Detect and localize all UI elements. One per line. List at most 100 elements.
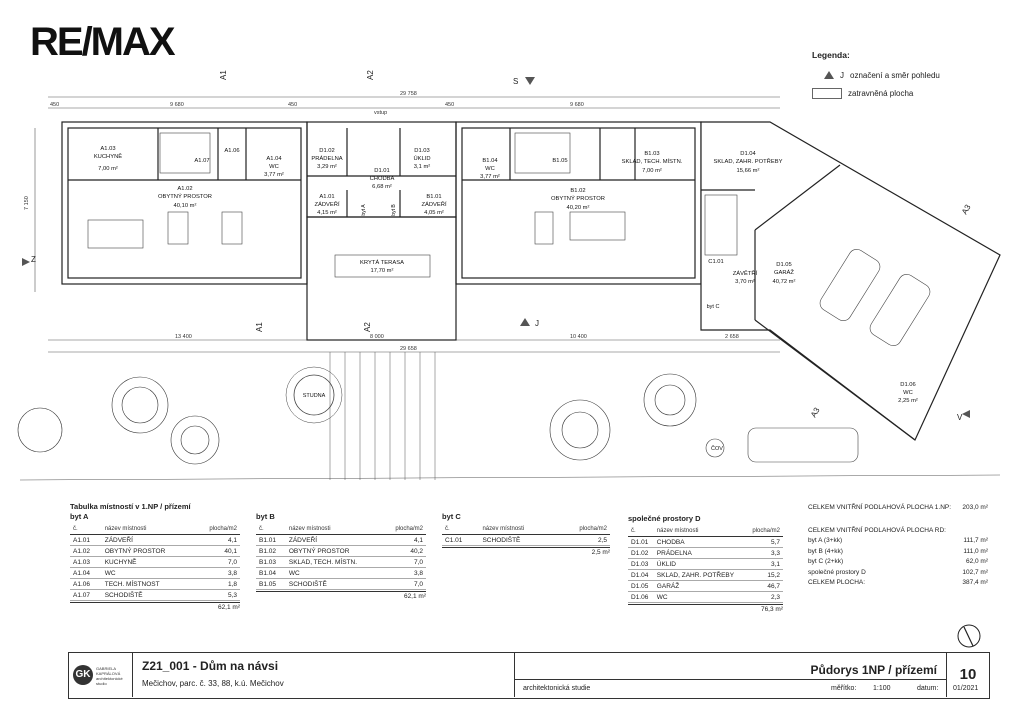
room-d101-name: CHODBA [370, 176, 395, 182]
project-address: Mečichov, parc. č. 33, 88, k.ú. Mečichov [142, 679, 284, 688]
project-title: Z21_001 - Dům na návsi [142, 659, 279, 673]
room-zavetri-name: ZÁVĚTŘÍ [733, 269, 758, 277]
dim-bottom-right: 10 400 [570, 334, 587, 340]
summary-1np: CELKEM VNITŘNÍ PODLAHOVÁ PLOCHA 1.NP:203… [808, 504, 988, 511]
room-a102-id: A1.02 [177, 186, 192, 192]
phase-label: architektonická studie [514, 679, 731, 697]
gk-logo-icon: GK [73, 665, 93, 685]
dim-bottom-mid: 8 000 [370, 334, 384, 340]
room-a102-area: 40,10 m² [174, 203, 197, 209]
room-d105-id: D1.05 [776, 262, 791, 268]
section-a2-bottom: A2 [363, 322, 372, 332]
room-b104-name: WC [485, 166, 495, 172]
tables-title: Tabulka místností v 1.NP / přízemí [70, 502, 191, 511]
triangle-icon [824, 71, 834, 79]
date-label: datum: [917, 685, 939, 692]
byt-c-label: byt C [707, 304, 720, 310]
table-d-heading: společné prostory D [628, 514, 701, 523]
room-b101-name: ZÁDVEŘÍ [421, 200, 447, 208]
room-d101-area: 6,68 m² [372, 184, 392, 190]
dim-right-top: 9 680 [570, 102, 584, 108]
title-block: GK GABRIELA KAPRÁLOVÁ architektonické st… [68, 652, 990, 699]
entrance-label: vstup [374, 110, 387, 116]
trees [17, 373, 697, 465]
room-a101-name: ZÁDVEŘÍ [314, 200, 340, 208]
room-b104-area: 3,77 m² [480, 174, 500, 180]
sheet-title: Půdorys 1NP / přízemí [810, 663, 938, 677]
room-d101-id: D1.01 [374, 168, 389, 174]
area-summary: CELKEM VNITŘNÍ PODLAHOVÁ PLOCHA 1.NP:203… [808, 503, 988, 589]
view-marker-j [520, 318, 530, 326]
room-d103-area: 3,1 m² [414, 164, 430, 170]
room-d102-id: D1.02 [319, 148, 334, 154]
date-value: 01/2021 [953, 685, 979, 692]
room-d104-area: 15,66 m² [737, 168, 760, 174]
room-d104-id: D1.04 [740, 151, 756, 157]
room-a103-name: KUCHYNĚ [94, 152, 122, 160]
room-b102-area: 40,20 m² [567, 205, 590, 211]
table-b-heading: byt B [256, 512, 275, 521]
view-marker-s [525, 77, 535, 85]
room-terrace-area: 17,70 m² [371, 268, 394, 274]
room-a106-id: A1.06 [224, 148, 239, 154]
room-d103-name: ÚKLID [413, 155, 430, 162]
room-b101-area: 4,05 m² [424, 210, 444, 216]
sheet-meta: měřítko: 1:100 datum: 01/2021 [731, 679, 978, 698]
byt-a-label: byt A [361, 204, 367, 216]
table-d-total: 76,3 m² [628, 604, 783, 613]
room-a107-id: A1.07 [194, 158, 209, 164]
room-a101-id: A1.01 [319, 194, 334, 200]
room-a102-name: OBYTNÝ PROSTOR [158, 193, 212, 200]
legend-item-grass: zatravněná plocha [812, 84, 940, 102]
well-label: STUDNA [303, 393, 326, 399]
dim-bottom-total: 29 658 [400, 346, 417, 352]
scale-label: měřítko: [831, 685, 857, 692]
room-a104-name: WC [269, 164, 279, 170]
room-a101-area: 4,15 m² [317, 210, 337, 216]
room-d102-name: PRÁDELNA [311, 155, 342, 162]
room-b105-id: B1.05 [552, 158, 567, 164]
floor-plan: 29 758 9 680 9 680 450 450 450 7 150 13 … [17, 70, 1001, 481]
room-c101-id: C1.01 [708, 259, 723, 265]
view-z: Z [31, 255, 36, 264]
room-a104-area: 3,77 m² [264, 172, 284, 178]
room-a103-id: A1.03 [100, 146, 115, 152]
table-b-total: 62,1 m² [256, 591, 426, 600]
table-c-total: 2,5 m² [442, 547, 610, 556]
summary-row: byt C (2+kk)62,0 m² [808, 558, 988, 565]
dim-stub-right: 450 [445, 102, 454, 108]
dim-bottom-left: 13 400 [175, 334, 192, 340]
summary-row: byt A (3+kk)111,7 m² [808, 537, 988, 544]
room-d105-area: 40,72 m² [773, 279, 796, 285]
well-symbol [293, 374, 335, 416]
room-d103-id: D1.03 [414, 148, 429, 154]
room-b104-id: B1.04 [482, 158, 498, 164]
summary-row: byt B (4+kk)111,0 m² [808, 547, 988, 555]
legend-title: Legenda: [812, 50, 850, 60]
